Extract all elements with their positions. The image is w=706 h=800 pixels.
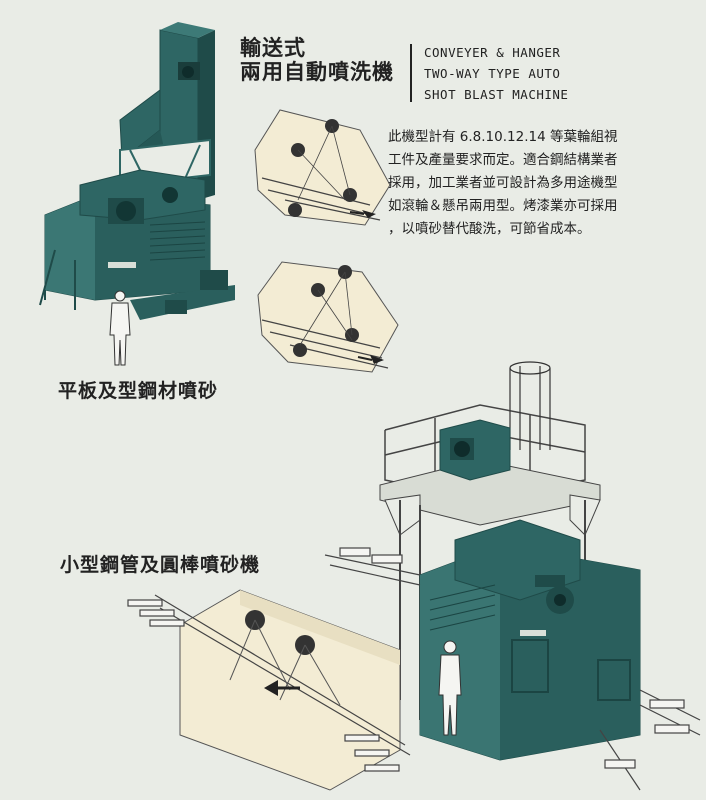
- description-line: 如滾輪＆懸吊兩用型。烤漆業亦可採用: [388, 198, 618, 214]
- description-line: 此機型計有 6.8.10.12.14 等葉輪組視: [388, 129, 618, 145]
- caption-plate-steel: 平板及型鋼材噴砂: [58, 380, 219, 402]
- pipe-bar-shot-blast-machine-illustration: [127, 589, 411, 791]
- title-english-line2: TWO-WAY TYPE AUTO: [424, 66, 561, 81]
- title-chinese-line2: 兩用自動噴洗機: [240, 60, 394, 84]
- person-silhouette: [438, 640, 462, 736]
- title-english: CONVEYER & HANGER TWO-WAY TYPE AUTO SHOT…: [424, 42, 568, 105]
- hanger-shot-blast-machine-illustration: [324, 361, 701, 791]
- caption-small-pipe: 小型鋼管及圓棒噴砂機: [60, 554, 261, 576]
- description-line: 採用，加工業者並可設計為多用途機型: [388, 175, 618, 191]
- description-paragraph: 此機型計有 6.8.10.12.14 等葉輪組視 工件及產量要求而定。適合鋼結構…: [388, 126, 688, 241]
- title-chinese: 輸送式 兩用自動噴洗機: [240, 36, 394, 84]
- title-divider: [410, 44, 412, 102]
- description-line: 工件及產量要求而定。適合鋼結構業者: [388, 152, 618, 168]
- conveyor-shot-blast-machine-illustration: [39, 22, 235, 366]
- hanger-conveyor-diagram: [257, 261, 399, 373]
- title-english-line3: SHOT BLAST MACHINE: [424, 87, 569, 102]
- title-english-line1: CONVEYER & HANGER: [424, 45, 561, 60]
- description-line: ，以噴砂替代酸洗，可節省成本。: [388, 221, 591, 237]
- roller-conveyor-diagram: [254, 109, 391, 226]
- person-silhouette: [109, 290, 131, 366]
- title-chinese-line1: 輸送式: [240, 36, 306, 60]
